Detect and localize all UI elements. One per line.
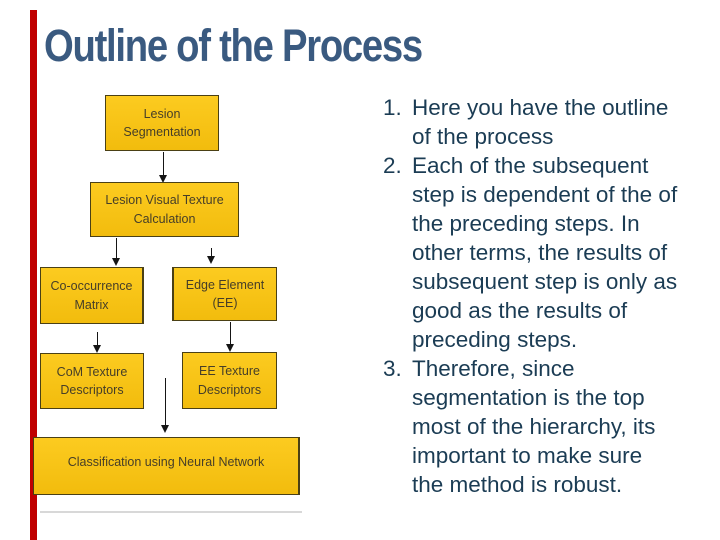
flow-box-lesion-visual-texture-calculation: Lesion Visual Texture Calculation (90, 182, 239, 237)
flow-box-com-texture-descriptors: CoM Texture Descriptors (40, 353, 144, 409)
flow-box-label: Co-occurrence Matrix (50, 279, 133, 312)
notes-item-text: Here you have the outline of the process (412, 95, 669, 149)
flow-box-classification: Classification using Neural Network (33, 437, 300, 495)
arrow-line-texture-to-edge-element (211, 248, 212, 256)
arrowhead-icon (226, 344, 234, 352)
arrow-line-cooccurrence-to-com-descriptors (97, 332, 98, 345)
arrowhead-icon (93, 345, 101, 353)
flow-box-label: CoM Texture Descriptors (56, 364, 128, 397)
flow-box-label: Lesion Visual Texture Calculation (105, 193, 224, 226)
flow-box-co-occurrence-matrix: Co-occurrence Matrix (40, 267, 144, 324)
slide-title: Outline of the Process (44, 20, 423, 71)
flow-box-label: EE Texture Descriptors (197, 364, 262, 397)
arrowhead-icon (161, 425, 169, 433)
flow-box-label: Edge Element (EE) (185, 277, 265, 310)
notes-item-number: 3. (383, 356, 402, 381)
arrow-line-edge-element-to-ee-descriptors (230, 322, 231, 344)
flow-box-ee-texture-descriptors: EE Texture Descriptors (182, 352, 277, 409)
notes-item-2: 2. Each of the subsequent step is depend… (383, 151, 717, 354)
flow-box-lesion-segmentation: Lesion Segmentation (105, 95, 219, 151)
notes-list: 1. Here you have the outline of the proc… (383, 93, 717, 499)
arrowhead-icon (159, 175, 167, 183)
notes-item-number: 2. (383, 153, 402, 178)
notes-item-number: 1. (383, 95, 402, 120)
flow-box-edge-element: Edge Element (EE) (172, 267, 277, 321)
flow-box-label: Classification using Neural Network (67, 455, 265, 469)
notes-item-text: Each of the subsequent step is dependent… (412, 153, 678, 352)
accent-bar (30, 10, 37, 540)
notes-item-3: 3. Therefore, since segmentation is the … (383, 354, 717, 499)
notes-item-1: 1. Here you have the outline of the proc… (383, 93, 717, 151)
classification-box-shadow (40, 511, 302, 513)
notes-item-text: Therefore, since segmentation is the top… (412, 356, 656, 497)
arrowhead-icon (112, 258, 120, 266)
arrow-line-texture-to-cooccurrence (116, 238, 117, 258)
arrowhead-icon (207, 256, 215, 264)
arrow-line-segmentation-to-texture (163, 152, 164, 175)
arrow-line-descriptors-to-classification (165, 378, 166, 425)
flow-box-label: Lesion Segmentation (123, 106, 201, 139)
